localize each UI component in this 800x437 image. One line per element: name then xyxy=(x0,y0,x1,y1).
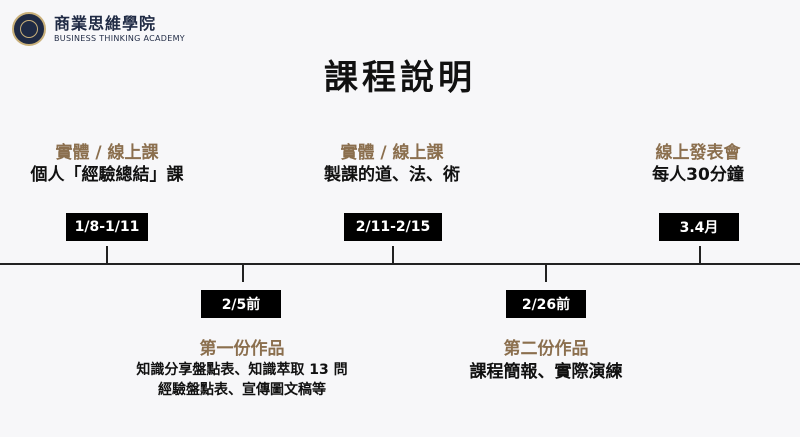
logo-title: 商業思維學院 xyxy=(54,13,157,33)
milestone-3-event: 實體 / 線上課 製課的道、法、術 xyxy=(282,142,502,186)
milestone-1-title: 實體 / 線上課 xyxy=(55,143,159,163)
milestone-1-desc: 個人「經驗總結」課 xyxy=(30,165,184,186)
milestone-1-event: 實體 / 線上課 個人「經驗總結」課 xyxy=(7,142,207,186)
milestone-5-event: 線上發表會 每人30分鐘 xyxy=(618,142,778,186)
page-title: 課程說明 xyxy=(324,58,476,98)
milestone-2-title: 第一份作品 xyxy=(199,339,285,359)
milestone-2-event: 第一份作品 知識分享盤點表、知識萃取 13 問 經驗盤點表、宣傳圖文稿等 xyxy=(92,338,392,401)
milestone-5-date: 3.4月 xyxy=(659,213,739,241)
milestone-4-tick xyxy=(545,264,547,282)
milestone-2-date: 2/5前 xyxy=(201,290,281,318)
milestone-4-title: 第二份作品 xyxy=(503,339,589,359)
emblem-inner-ring xyxy=(20,20,38,38)
milestone-3-title: 實體 / 線上課 xyxy=(340,143,444,163)
milestone-3-date: 2/11-2/15 xyxy=(344,213,442,241)
logo-text: 商業思維學院 BUSINESS THINKING ACADEMY xyxy=(54,13,185,43)
timeline-axis xyxy=(0,263,800,265)
logo-subtitle: BUSINESS THINKING ACADEMY xyxy=(54,33,185,43)
milestone-5-tick xyxy=(699,246,701,264)
milestone-1-tick xyxy=(106,246,108,264)
milestone-5-title: 線上發表會 xyxy=(655,143,741,163)
milestone-2-desc-line1: 知識分享盤點表、知識萃取 13 問 xyxy=(136,362,348,379)
milestone-1-date: 1/8-1/11 xyxy=(66,213,148,241)
milestone-4-desc: 課程簡報、實際演練 xyxy=(469,362,623,383)
milestone-2-desc-line2: 經驗盤點表、宣傳圖文稿等 xyxy=(158,382,326,399)
milestone-2-tick xyxy=(242,264,244,282)
milestone-5-desc: 每人30分鐘 xyxy=(652,165,744,186)
milestone-3-desc: 製課的道、法、術 xyxy=(324,165,460,186)
milestone-4-event: 第二份作品 課程簡報、實際演練 xyxy=(436,338,656,385)
milestone-4-date: 2/26前 xyxy=(506,290,586,318)
milestone-3-tick xyxy=(392,246,394,264)
academy-logo[interactable]: 商業思維學院 BUSINESS THINKING ACADEMY xyxy=(12,12,185,46)
academy-emblem-icon xyxy=(12,12,46,46)
